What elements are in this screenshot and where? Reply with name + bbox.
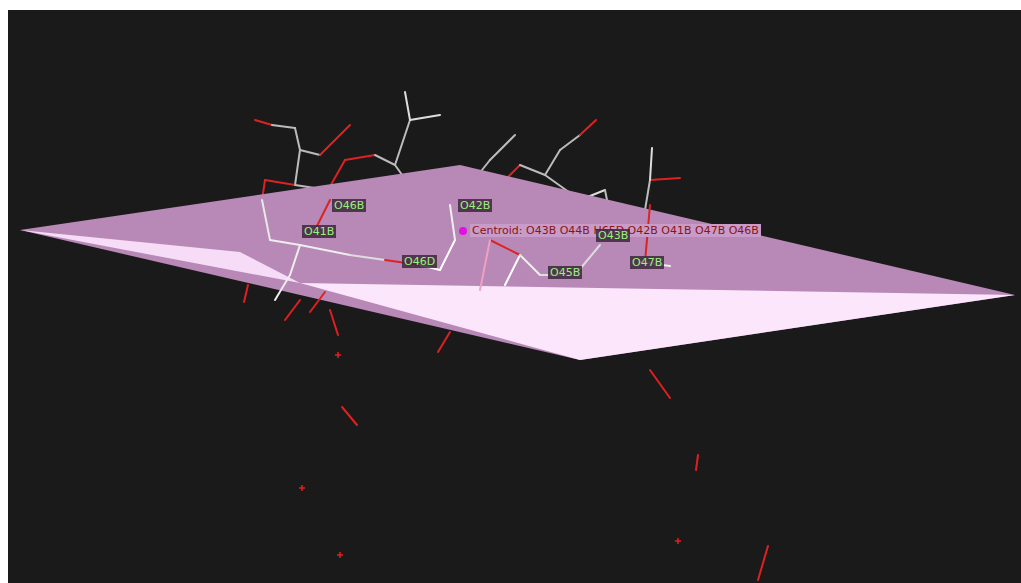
atom-label: O41B xyxy=(302,225,336,238)
mean-plane-face xyxy=(20,230,300,283)
atom-label: O46D xyxy=(402,255,437,268)
atom-label: O43B xyxy=(596,229,630,242)
mean-plane-face xyxy=(300,283,1015,360)
atom-label: O46B xyxy=(332,199,366,212)
mean-plane xyxy=(20,165,1015,360)
contact-lines xyxy=(244,285,768,580)
molecule-front xyxy=(262,200,670,300)
centroid-dot xyxy=(459,227,467,235)
atom-cross xyxy=(299,352,681,558)
viewport-ground xyxy=(8,10,1021,583)
atom-label: O47B xyxy=(630,256,664,269)
atom-label: O45B xyxy=(548,266,582,279)
atom-label: O42B xyxy=(458,199,492,212)
